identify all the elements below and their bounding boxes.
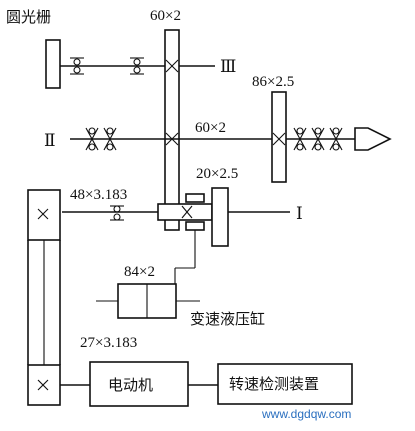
shaft-i-label: Ⅰ — [296, 204, 303, 224]
belt-label-27x3-183: 27×3.183 — [80, 335, 137, 351]
speed-detector-label: 转速检测装置 — [229, 375, 319, 393]
cylinder-label-84x2: 84×2 — [124, 264, 155, 280]
bearing-symbol — [293, 127, 307, 151]
bearing-symbol — [103, 127, 117, 151]
gear-column — [164, 29, 180, 231]
motor-label: 电动机 — [108, 376, 153, 394]
bearing-symbol — [311, 127, 325, 151]
bearing-symbol — [85, 127, 99, 151]
bearing-symbol — [110, 205, 124, 221]
watermark: www.dgdqw.com — [261, 407, 351, 421]
shaft-ii-label: Ⅱ — [44, 131, 56, 151]
motor-box — [60, 361, 218, 407]
spindle-nose — [354, 127, 392, 151]
speed-detector-box — [217, 363, 353, 405]
bearing-symbol — [130, 57, 144, 75]
bearing-symbol — [329, 127, 343, 151]
shaft-iii-label: Ⅲ — [220, 57, 236, 77]
bearing-symbol — [70, 57, 84, 75]
gear-label-48x3-183: 48×3.183 — [70, 187, 127, 203]
circular-grating — [45, 39, 61, 89]
belt-drive — [27, 189, 61, 406]
grating-label: 圆光栅 — [6, 8, 51, 26]
cylinder-label: 变速液压缸 — [190, 310, 265, 328]
gear-label-20x2-5: 20×2.5 — [196, 166, 238, 182]
gear-label-86x2-5: 86×2.5 — [252, 74, 294, 90]
gear-86x2-5 — [271, 91, 287, 183]
gear-label-60x2-top: 60×2 — [150, 8, 181, 24]
shift-fork — [174, 230, 196, 302]
gear-label-60x2-mid: 60×2 — [195, 120, 226, 136]
hydraulic-cylinder — [96, 283, 200, 319]
sliding-gear-block — [157, 187, 229, 247]
